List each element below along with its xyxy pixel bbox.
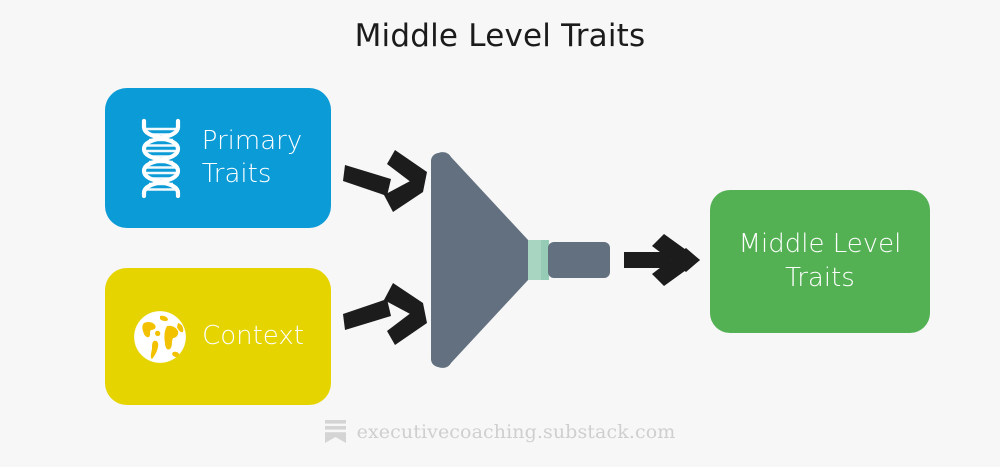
output-card-label: Middle Level Traits xyxy=(738,229,902,293)
input-card-primary-traits[interactable]: Primary Traits xyxy=(105,88,331,228)
substack-logo-icon xyxy=(324,420,346,443)
output-card-middle-level-traits[interactable]: Middle Level Traits xyxy=(710,190,930,333)
footer: executivecoaching.substack.com xyxy=(0,420,1000,443)
arrow-primary-to-funnel-icon xyxy=(343,150,429,218)
page-title: Middle Level Traits xyxy=(354,18,646,54)
input-card-context[interactable]: Context xyxy=(105,268,331,405)
dna-helix-icon xyxy=(134,118,188,199)
footer-url: executivecoaching.substack.com xyxy=(356,420,676,443)
arrow-funnel-to-output-icon xyxy=(624,234,702,286)
input-card-primary-traits-content: Primary Traits xyxy=(134,118,303,199)
arrow-context-to-funnel-icon xyxy=(343,277,429,345)
globe-icon xyxy=(132,309,188,365)
input-card-context-label: Context xyxy=(202,320,304,351)
input-card-context-content: Context xyxy=(132,309,304,365)
funnel-icon xyxy=(425,145,625,375)
input-card-primary-traits-label: Primary Traits xyxy=(201,125,303,189)
